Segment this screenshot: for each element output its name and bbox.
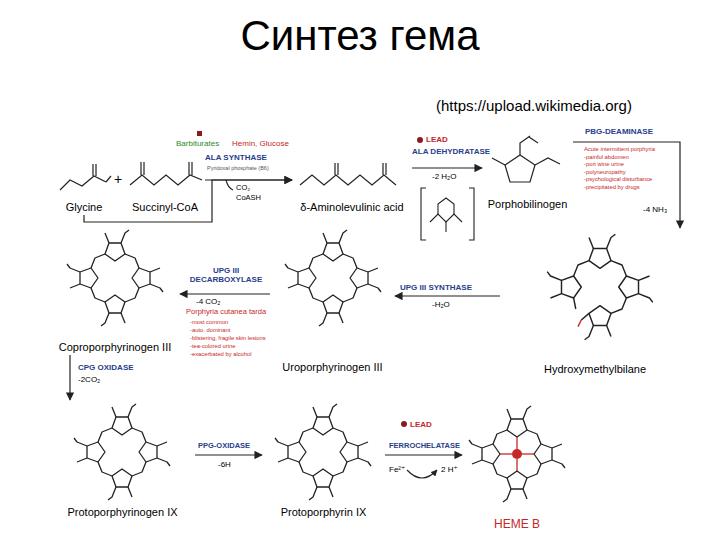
- enzyme-label: ALA SYNTHASE: [205, 153, 267, 162]
- compound-name: Hydroxymethylbilane: [544, 363, 646, 376]
- reaction-arrow: [205, 179, 292, 180]
- reaction-arrow: [385, 454, 462, 455]
- compound-name: HEME B: [494, 518, 540, 532]
- disease-note: -port wine urine: [584, 161, 624, 168]
- compound-name: Glycine: [66, 201, 103, 214]
- reaction-arrow: [195, 454, 262, 455]
- reaction-arrow: [180, 293, 270, 294]
- compound-name: δ-Aminolevulinic acid: [300, 201, 403, 214]
- compound-node: Coproporphyrinogen III: [50, 224, 180, 355]
- disease-note: -painful abdomen: [584, 154, 629, 161]
- compound-node: Uroporphyrinogen III: [270, 226, 395, 375]
- compound-name: Protoporphyrinogen IX: [67, 506, 177, 519]
- reaction-arrow: [69, 355, 70, 400]
- byproduct: -4 NH₃: [643, 205, 667, 214]
- compound-node: Porphobilinogen: [482, 128, 573, 212]
- inhibitor-note: LEAD: [410, 420, 432, 429]
- compound-name: Coproporphyrinogen III: [59, 341, 172, 354]
- compound-name: Uroporphyrinogen III: [282, 361, 382, 374]
- inhibitor-note: LEAD: [426, 135, 448, 144]
- enzyme-label: UPG III SYNTHASE: [400, 283, 472, 292]
- compound-name: Protoporphyrin IX: [281, 506, 367, 519]
- enzyme-label: CPG OXIDASE: [78, 363, 134, 372]
- disease-note: -tea-colored urine: [190, 343, 235, 350]
- byproduct: -2 H₂O: [432, 172, 456, 181]
- compound-name: Porphobilinogen: [488, 198, 568, 211]
- enzyme-label: UPG III DECARBOXYLASE: [184, 266, 268, 284]
- reaction-arrow: [412, 167, 482, 168]
- byproduct: -6H: [218, 460, 231, 469]
- compound-node: HEME B: [462, 400, 572, 533]
- byproduct: CoASH: [236, 194, 261, 203]
- byproduct: -2CO₂: [78, 375, 100, 384]
- disease-note: -most common: [190, 319, 228, 326]
- disease-note: Porphyria cutanea tarda: [186, 308, 266, 317]
- plus-sign: +: [114, 171, 122, 187]
- inhibitor-note: Barbiturates: [176, 139, 219, 148]
- cofactor-note: Pyridoxal phosphate (B6): [207, 165, 269, 171]
- enzyme-label: ALA DEHYDRATASE: [412, 147, 490, 156]
- enzyme-label: PPG-OXIDASE: [198, 442, 250, 451]
- reaction-arrow: [395, 295, 500, 296]
- compound-name: Succinyl-CoA: [132, 201, 198, 214]
- cofactor-note: Fe²⁺: [389, 465, 405, 474]
- disease-note: -blistering, fragile skin lesions: [190, 335, 266, 342]
- disease-note: -precipitated by drugs: [584, 184, 640, 191]
- compound-node: Protoporphyrin IX: [262, 400, 385, 520]
- disease-note: Acute intermittent porphyria: [584, 146, 655, 153]
- compound-node: Protoporphyrinogen IX: [50, 400, 195, 520]
- byproduct: CO₂: [236, 184, 250, 193]
- inhibitor-note: Hemin, Glucose: [232, 139, 289, 148]
- byproduct: 2 H⁺: [441, 465, 458, 474]
- page-title: Синтез гема: [0, 12, 720, 60]
- compound-node: Glycine: [55, 150, 113, 215]
- disease-note: -psychological disturbance: [584, 176, 652, 183]
- byproduct: -4 CO₂: [196, 297, 220, 306]
- enzyme-label: FERROCHELATASE: [389, 442, 460, 451]
- disease-note: -auto. dominant: [190, 327, 230, 334]
- enzyme-label: PBG-DEAMINASE: [585, 127, 653, 136]
- compound-node: Succinyl-CoA: [125, 150, 205, 215]
- byproduct: -H₂O: [432, 300, 450, 309]
- compound-node: Hydroxymethylbilane: [500, 228, 690, 377]
- reaction-arrow: [573, 142, 680, 228]
- compound-node: δ-Aminolevulinic acid: [292, 155, 412, 215]
- disease-note: -polyneuropathy: [584, 169, 626, 176]
- source-url: (https://upload.wikimedia.org): [436, 97, 632, 114]
- disease-note: -exacerbated by alcohol: [190, 351, 252, 358]
